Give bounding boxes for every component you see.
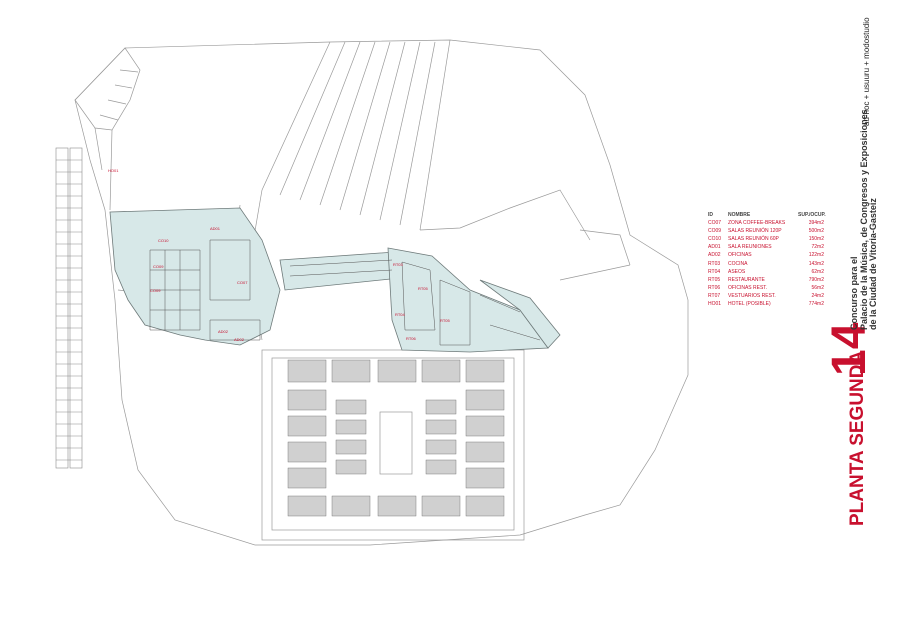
- legend-row: CO09 SALAS REUNIÓN 120P 500m2: [708, 227, 828, 235]
- legend-area: 62m2: [811, 268, 824, 275]
- plan-label-rt05-b: RT05: [440, 318, 450, 323]
- auditorium-seating: [287, 359, 505, 517]
- legend-id: HO01: [708, 301, 722, 308]
- plan-label-ho01: HO01: [108, 168, 119, 173]
- plan-label-rt05: RT05: [418, 286, 428, 291]
- legend-name: RESTAURANTE: [728, 276, 765, 283]
- legend-header-id: ID: [708, 212, 713, 218]
- west-wing: [109, 207, 281, 346]
- legend-area: 790m2: [808, 276, 824, 283]
- legend-header: ID NOMBRE SUP./OCUP.: [708, 211, 828, 219]
- legend-id: AD02: [708, 252, 721, 259]
- legend-area: 394m2: [808, 220, 824, 227]
- legend-area: 500m2: [808, 228, 824, 235]
- legend-row: AD01 SALA REUNIONES 72m2: [708, 243, 828, 251]
- sheet-title: PLANTA SEGUNDA: [847, 350, 868, 526]
- legend-header-area: SUP./OCUP.: [798, 212, 826, 218]
- legend-id: RT07: [708, 292, 721, 299]
- plan-label-co10: CO10: [158, 238, 169, 243]
- plan-label-co09-b: CO09: [150, 288, 161, 293]
- east-wing-south: [479, 279, 561, 349]
- legend-name: ASEOS: [728, 268, 746, 275]
- legend-id: RT03: [708, 260, 721, 267]
- plan-label-ad02-a: AD02: [218, 329, 229, 334]
- legend-row: RT06 OFICINAS REST. 56m2: [708, 284, 828, 292]
- legend-name: SALA REUNIONES: [728, 244, 772, 251]
- legend-area: 72m2: [811, 244, 824, 251]
- legend-name: OFICINAS REST.: [728, 284, 768, 291]
- subtitle-line: de la Ciudad de Vitoria-Gasteiz: [868, 198, 878, 330]
- legend-id: RT06: [708, 284, 721, 291]
- legend-name: OFICINAS: [728, 252, 752, 259]
- legend-header-name: NOMBRE: [728, 212, 751, 218]
- legend-row: RT03 COCINA 143m2: [708, 260, 828, 268]
- plan-label-rt06: RT06: [406, 336, 416, 341]
- legend-area: 150m2: [808, 236, 824, 243]
- plan-label-rt03: RT03: [393, 262, 403, 267]
- legend-name: SALAS REUNIÓN 60P: [728, 236, 779, 243]
- plan-label-ad01: AD01: [210, 226, 221, 231]
- legend-row: CO07 ZONA COFFEE-BREAKS 394m2: [708, 219, 828, 227]
- legend-name: HOTEL (POSIBLE): [728, 301, 771, 308]
- site-outline: [74, 39, 689, 546]
- auditorium-outline: [261, 349, 525, 541]
- legend-row: RT07 VESTUARIOS REST. 24m2: [708, 292, 828, 300]
- legend-row: AD02 OFICINAS 122m2: [708, 251, 828, 259]
- legend-name: ZONA COFFEE-BREAKS: [728, 220, 786, 227]
- plan-label-ad02-b: AD02: [234, 337, 245, 342]
- legend-row: HO01 HOTEL (POSIBLE) 774m2: [708, 300, 828, 308]
- plan-label-rt04: RT04: [395, 312, 405, 317]
- area-legend: ID NOMBRE SUP./OCUP. CO07 ZONA COFFEE-BRE…: [708, 211, 828, 308]
- legend-id: RT04: [708, 268, 721, 275]
- legend-area: 143m2: [808, 260, 824, 267]
- parking-strip: [55, 147, 83, 469]
- legend-area: 122m2: [808, 252, 824, 259]
- plan-label-co07: CO07: [237, 280, 248, 285]
- bridge-corridor: [279, 251, 401, 291]
- plan-label-co09-a: CO09: [153, 264, 164, 269]
- legend-name: SALAS REUNIÓN 120P: [728, 228, 782, 235]
- legend-id: CO09: [708, 228, 722, 235]
- legend-area: 56m2: [811, 284, 824, 291]
- competition-subtitle: Concurso para el Palacio de la Música, d…: [849, 109, 879, 330]
- authors-credit: ad-hoc + usuuru + modostudio: [862, 17, 871, 126]
- legend-id: CO07: [708, 220, 722, 227]
- legend-id: AD01: [708, 244, 721, 251]
- legend-row: RT05 RESTAURANTE 790m2: [708, 276, 828, 284]
- legend-name: COCINA: [728, 260, 748, 267]
- legend-id: CO10: [708, 236, 722, 243]
- legend-row: CO10 SALAS REUNIÓN 60P 150m2: [708, 235, 828, 243]
- legend-id: RT05: [708, 276, 721, 283]
- legend-row: RT04 ASEOS 62m2: [708, 268, 828, 276]
- legend-name: VESTUARIOS REST.: [728, 292, 776, 299]
- legend-area: 774m2: [808, 301, 824, 308]
- legend-area: 24m2: [811, 292, 824, 299]
- north-block: [74, 47, 141, 131]
